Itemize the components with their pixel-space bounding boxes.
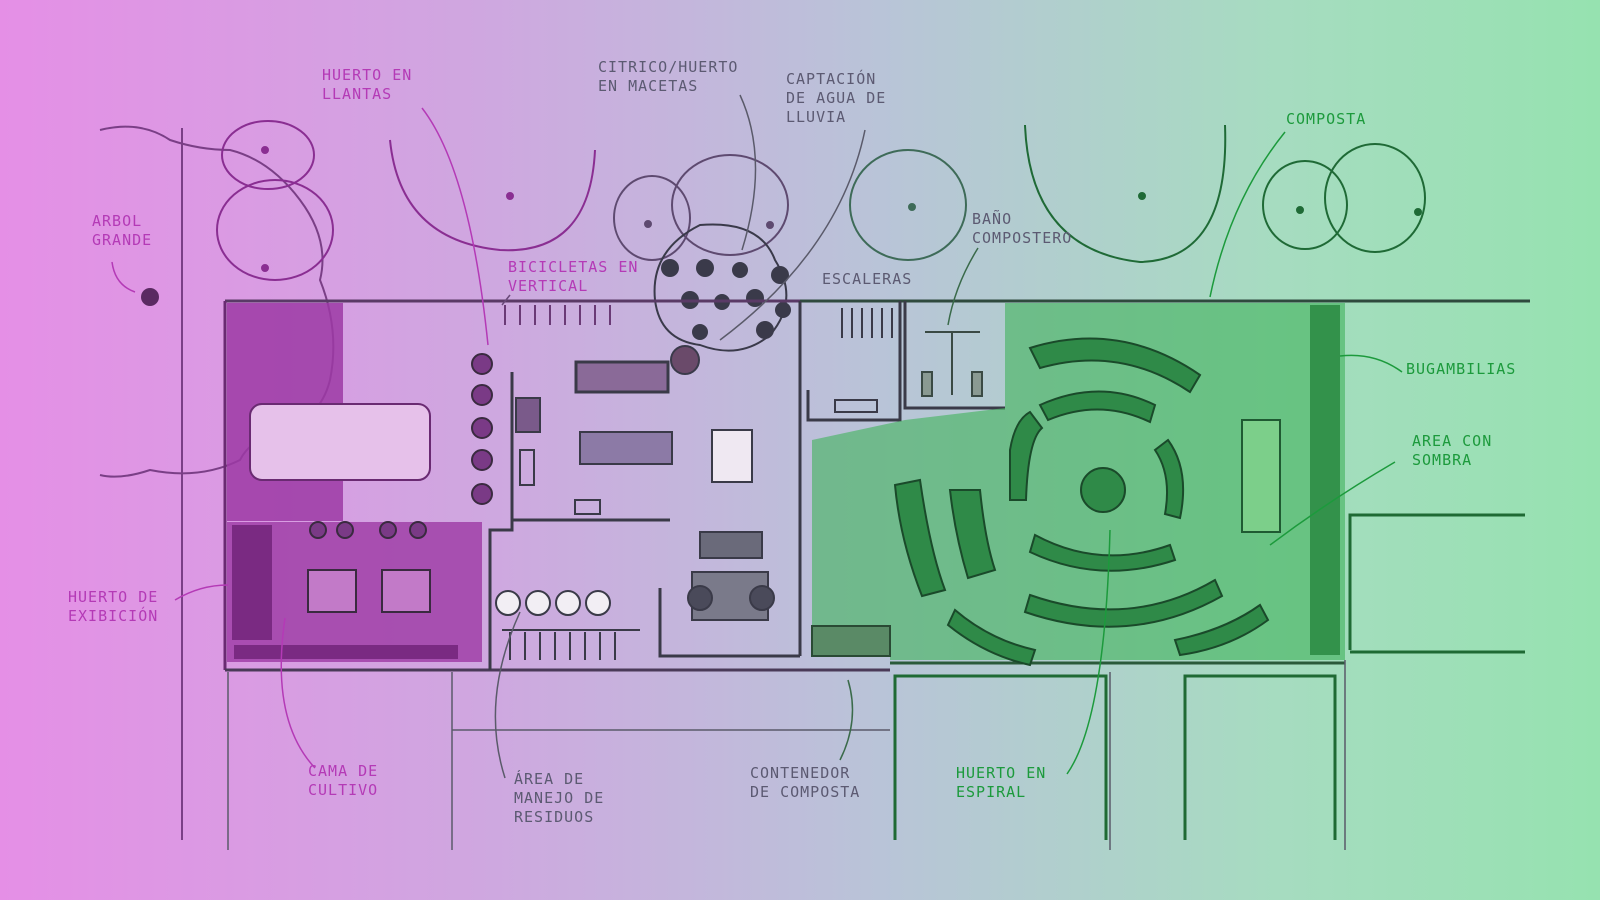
building-outline [223, 299, 1530, 672]
big-tree-dot [141, 288, 159, 306]
house-interior [488, 301, 1005, 670]
ground-lines [227, 660, 1346, 850]
label-bicicletas: Bicicletas envertical [508, 258, 639, 295]
label-escaleras: Escaleras [822, 270, 913, 288]
label-huerto-llantas: Huerto enllantas [322, 66, 413, 103]
label-huerto-espiral: Huerto enespiral [956, 764, 1047, 801]
label-huerto-exhibicion: Huerto deExibición [68, 588, 159, 625]
waste-bins [495, 590, 611, 616]
compost-toilet [921, 331, 983, 397]
tire-planters [309, 353, 493, 539]
label-contenedor: Contenedorde composta [750, 764, 861, 801]
label-captacion: Captaciónde Agua delluvia [786, 70, 887, 126]
bike-rack [504, 305, 611, 325]
citrus-tree-icon [653, 223, 791, 375]
label-leaders [111, 94, 1403, 779]
spiral-garden-zone [811, 303, 1345, 660]
label-area-residuos: Área demanejo deresiduos [514, 770, 605, 826]
tree-canopies [216, 120, 1426, 281]
neighbor-walls [893, 513, 1525, 840]
label-bugambilias: Bugambilias [1406, 360, 1517, 378]
west-garden-zones [227, 303, 482, 662]
label-composta: Composta [1286, 110, 1367, 128]
label-arbol-grande: ArbolGrande [92, 212, 153, 249]
spiral-beds [893, 337, 1270, 667]
label-cama-cultivo: Cama decultivo [308, 762, 379, 799]
label-bano: BañoCompostero [972, 210, 1073, 247]
label-area-sombra: Area consombra [1412, 432, 1493, 469]
label-citrico: Citrico/Huertoen macetas [598, 58, 739, 95]
